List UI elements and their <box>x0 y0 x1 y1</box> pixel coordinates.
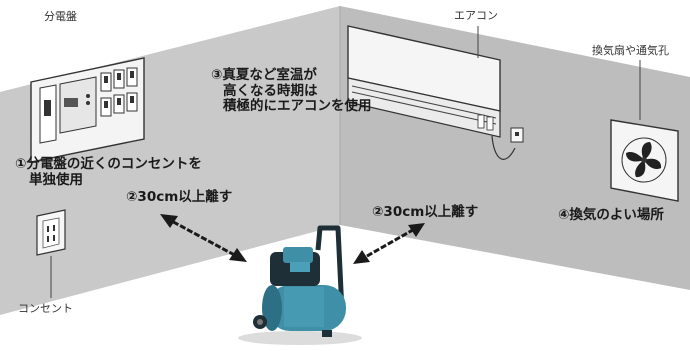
note-3-line-2: 高くなる時期は <box>223 82 318 99</box>
note-3: ③真夏など室温が 高くなる時期は 積極的にエアコンを使用 <box>211 67 372 115</box>
note-3-line-3: 積極的にエアコンを使用 <box>223 98 372 115</box>
double-arrow-icon <box>353 223 425 264</box>
note-1-line-1: ①分電盤の近くのコンセントを <box>15 156 202 172</box>
note-4: ④換気のよい場所 <box>558 207 664 223</box>
fan-label: 換気扇や通気孔 <box>592 44 669 57</box>
wall-outlet <box>36 209 66 256</box>
air-conditioner <box>347 25 524 160</box>
double-arrow-icon <box>160 214 247 262</box>
outlet-label: コンセント <box>18 302 73 315</box>
air-compressor <box>238 225 362 345</box>
note-2-left: ②30cm以上離す <box>126 189 233 205</box>
distribution-panel <box>30 57 145 163</box>
note-1: ①分電盤の近くのコンセントを 単独使用 <box>15 156 202 188</box>
fan-icon <box>621 137 667 183</box>
ventilation-fan <box>610 119 679 202</box>
note-3-line-1: ③真夏など室温が <box>211 67 317 83</box>
note-1-line-2: 単独使用 <box>29 171 83 188</box>
aircon-label: エアコン <box>454 9 498 22</box>
panel-label: 分電盤 <box>44 10 77 23</box>
note-2-right: ②30cm以上離す <box>372 204 479 220</box>
